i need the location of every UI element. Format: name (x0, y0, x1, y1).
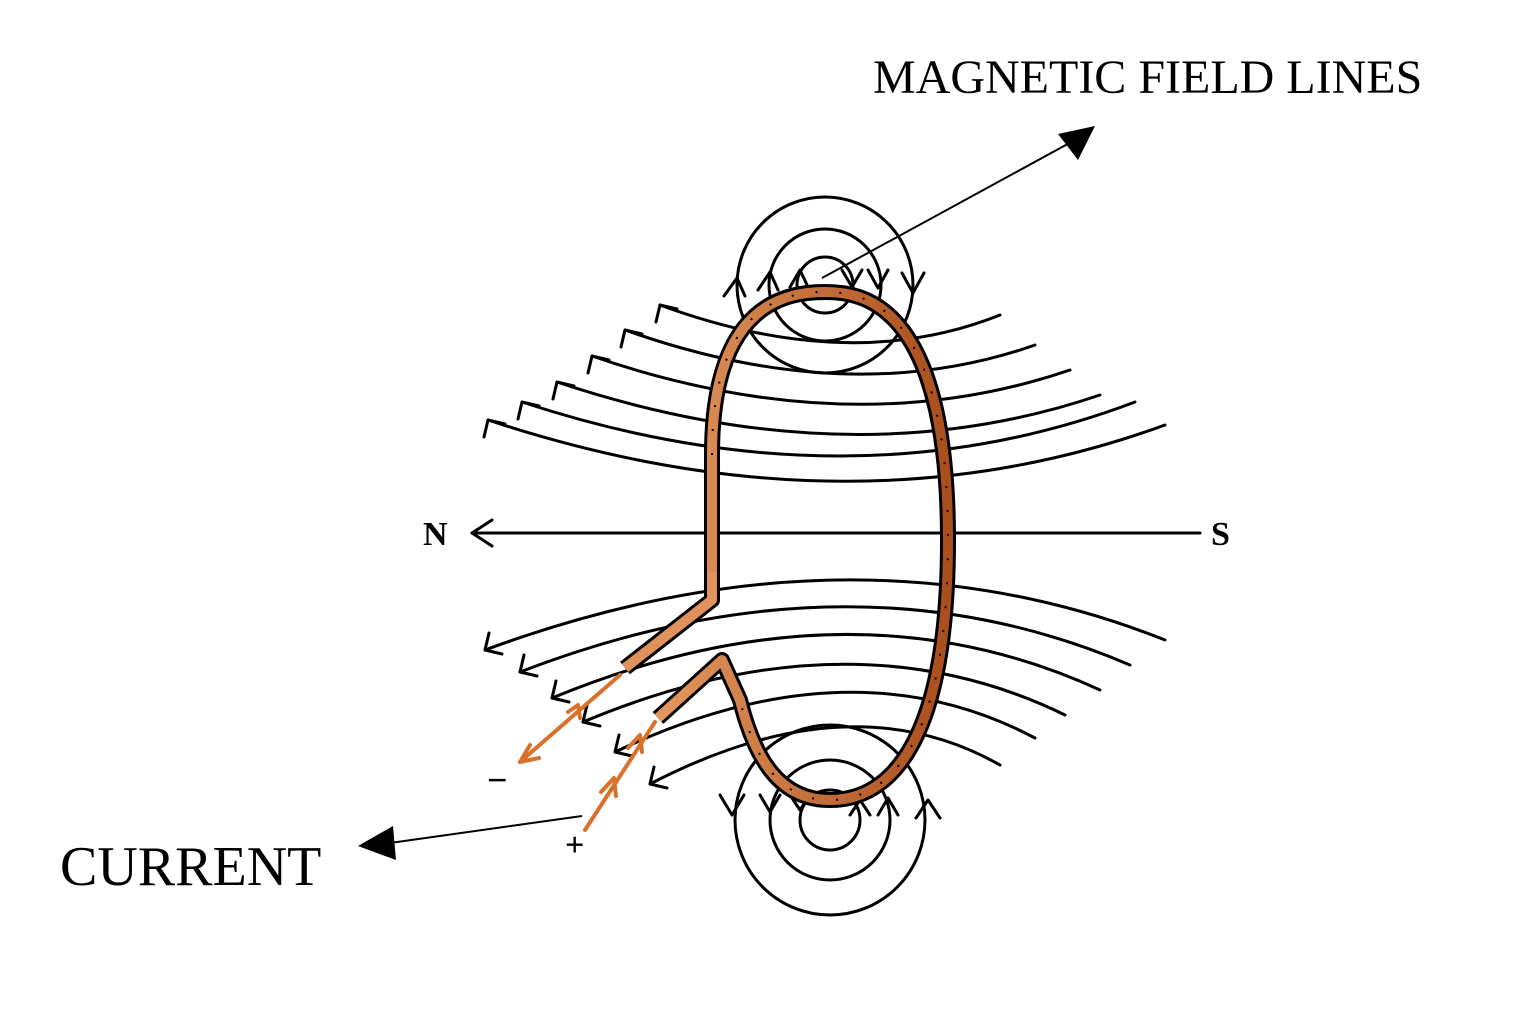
negative-terminal-label: − (487, 760, 508, 800)
current-pointer (358, 815, 583, 860)
north-pole-label: N (423, 516, 448, 553)
copper-wire-loop (620, 284, 956, 808)
lower-wire-field-circles (718, 723, 942, 917)
axis-field-line (470, 518, 1202, 548)
current-label: CURRENT (60, 836, 321, 898)
upper-wire-field-circles (722, 195, 926, 375)
lower-field-lines (483, 578, 1167, 790)
upper-field-lines (482, 303, 1167, 483)
current-arrows (518, 673, 657, 832)
positive-terminal-label: + (565, 827, 584, 864)
south-pole-label: S (1211, 516, 1230, 553)
field-lines-pointer (821, 126, 1095, 279)
magnetic-field-lines-label: MAGNETIC FIELD LINES (873, 51, 1422, 104)
